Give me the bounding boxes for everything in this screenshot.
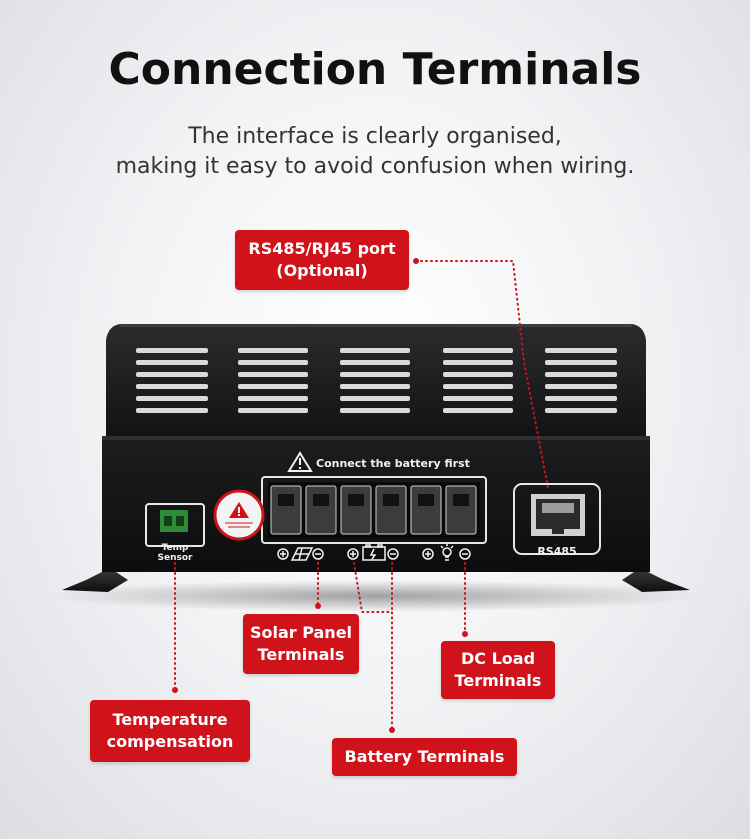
vent-slots [136, 348, 617, 413]
left-mounting-foot [62, 568, 128, 592]
dcload-callout-label: DC Load Terminals [441, 641, 555, 699]
rs485-callout-line2: (Optional) [276, 261, 368, 280]
rs485-callout-line1: RS485/RJ45 port [248, 239, 396, 258]
warning-icon [287, 451, 313, 472]
dcload-callout-line1: DC Load [460, 649, 536, 668]
cover-highlight [120, 324, 632, 327]
rs485-callout-label: RS485/RJ45 port (Optional) [235, 230, 409, 290]
panel-seam [102, 436, 650, 440]
solar-callout-label: Solar Panel Terminals [243, 614, 359, 674]
device-shadow [45, 580, 705, 612]
rs485-text: RS485 [537, 545, 576, 558]
callout-dots [172, 258, 468, 733]
lightbulb-icon [440, 544, 454, 561]
minus-icon [312, 548, 324, 560]
warning-text: Connect the battery first [316, 457, 470, 470]
solar-callout-line2: Terminals [257, 645, 345, 664]
page-title: Connection Terminals [108, 44, 642, 95]
plus-icon [277, 548, 289, 560]
temp-label-line1: Temp [162, 543, 189, 553]
subtitle-line-1: The interface is clearly organised, [188, 124, 562, 149]
battery-callout-label: Battery Terminals [332, 738, 517, 776]
battery-icon [362, 544, 386, 561]
right-mounting-foot [622, 568, 690, 592]
solar-callout-line1: Solar Panel [249, 623, 353, 642]
callout-lines [174, 260, 549, 731]
temp-label-line2: Sensor [158, 553, 194, 563]
dcload-callout-line2: Terminals [454, 671, 542, 690]
battery-callout-line [353, 562, 393, 731]
warning-sticker [213, 489, 265, 541]
temperature-callout-line1: Temperature [112, 710, 228, 729]
battery-callout-line1: Battery Terminals [344, 747, 505, 766]
temperature-callout-line2: compensation [106, 732, 234, 751]
temp-sensor-connector [160, 510, 188, 532]
rs485-frame [513, 483, 601, 555]
rj45-port [531, 494, 585, 536]
top-cover [106, 324, 646, 436]
terminal-symbols [277, 544, 471, 561]
temp-sensor-frame [145, 503, 205, 547]
terminal-block [268, 482, 480, 538]
subtitle-line-2: making it easy to avoid confusion when w… [115, 154, 635, 179]
temperature-callout-label: Temperature compensation [90, 700, 250, 762]
solar-panel-icon [290, 547, 314, 561]
